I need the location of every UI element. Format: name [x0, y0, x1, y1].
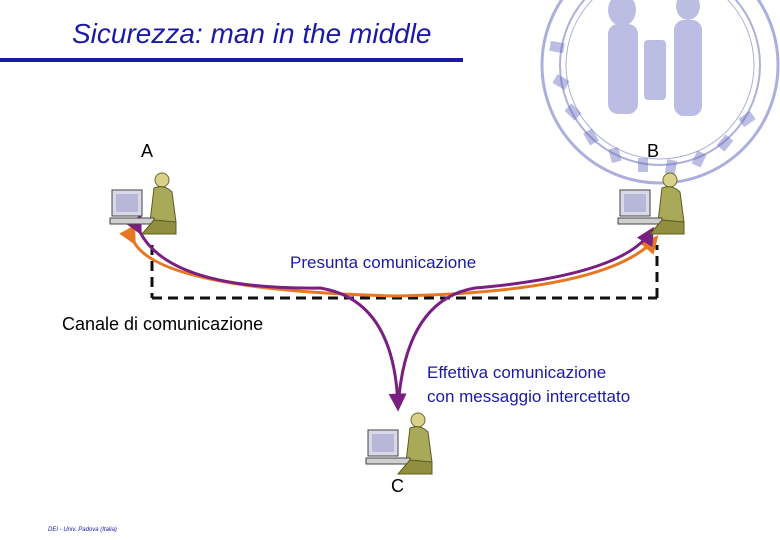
presumed-communication-label: Presunta comunicazione — [290, 253, 477, 272]
slide-title: Sicurezza: man in the middle — [72, 18, 432, 49]
seal-logo-icon — [540, 0, 780, 185]
node-label-c: C — [391, 476, 404, 496]
actual-communication-arrow-a — [125, 215, 407, 412]
computer-user-icon — [617, 172, 685, 235]
footer: DEI - Univ. Padova (Italia) — [48, 527, 117, 533]
node-label-b: B — [647, 141, 660, 161]
title-underline — [0, 58, 463, 62]
computer-user-icon — [365, 412, 433, 475]
computer-user-icon — [109, 172, 177, 235]
actual-communication-label-line1: Effettiva comunicazione — [427, 363, 607, 382]
actual-communication-label-line2: con messaggio intercettato — [427, 387, 631, 406]
node-label-a: A — [141, 141, 154, 161]
actual-communication-arrow-b — [396, 226, 654, 409]
channel-label: Canale di comunicazione — [62, 314, 264, 334]
